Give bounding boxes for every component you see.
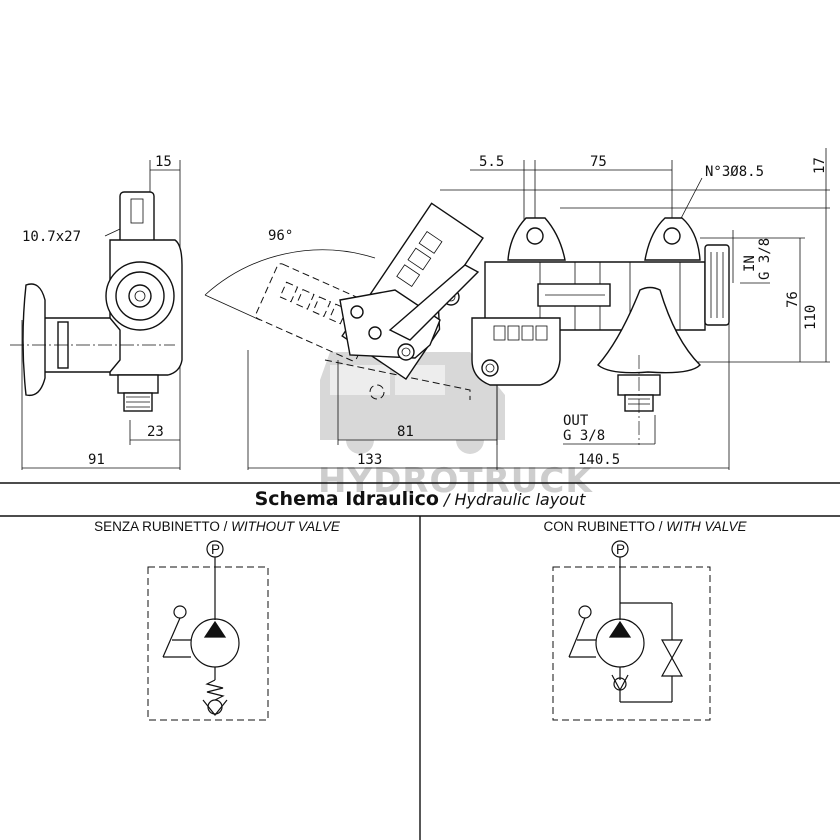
scheme-right-label: CON RUBINETTO / WITH VALVE [543, 519, 747, 534]
side-view: 15 10.7x27 23 91 [10, 154, 183, 470]
dim-76: 76 [785, 291, 801, 308]
dim-15: 15 [155, 154, 172, 170]
in-port-label: IN [742, 255, 758, 272]
lever-knob-symbol [173, 605, 187, 619]
in-port-size: G 3/8 [757, 238, 773, 280]
out-port-label: OUT [563, 413, 589, 429]
truck-logo-icon [320, 352, 505, 454]
shutoff-valve-symbol [660, 639, 684, 677]
dim-slot: 10.7x27 [22, 229, 81, 245]
dim-110: 110 [803, 305, 819, 330]
dim-140-5: 140.5 [578, 452, 620, 468]
dim-81: 81 [397, 424, 414, 440]
scheme-left-label: SENZA RUBINETTO / WITHOUT VALVE [94, 519, 341, 534]
dim-23: 23 [147, 424, 164, 440]
port-p-label-right: P [616, 542, 625, 557]
dim-angle: 96° [268, 228, 293, 244]
front-view: 5.5 75 N°3Ø8.5 17 110 76 IN G 3/8 [440, 148, 830, 470]
dim-133: 133 [357, 452, 382, 468]
scheme-without-valve: SENZA RUBINETTO / WITHOUT VALVE P [94, 519, 341, 721]
port-p-label: P [211, 542, 220, 557]
dim-holes: N°3Ø8.5 [705, 164, 764, 180]
spring-symbol [205, 679, 225, 701]
out-port-size: G 3/8 [563, 428, 605, 444]
dim-17: 17 [812, 157, 828, 174]
dim-5-5: 5.5 [479, 154, 504, 170]
swing-view: 96° 81 [204, 202, 498, 470]
dim-75: 75 [590, 154, 607, 170]
section-title: Schema Idraulico / Hydraulic layout [255, 488, 586, 510]
scheme-with-valve: CON RUBINETTO / WITH VALVE P [543, 519, 748, 721]
dim-91: 91 [88, 452, 105, 468]
